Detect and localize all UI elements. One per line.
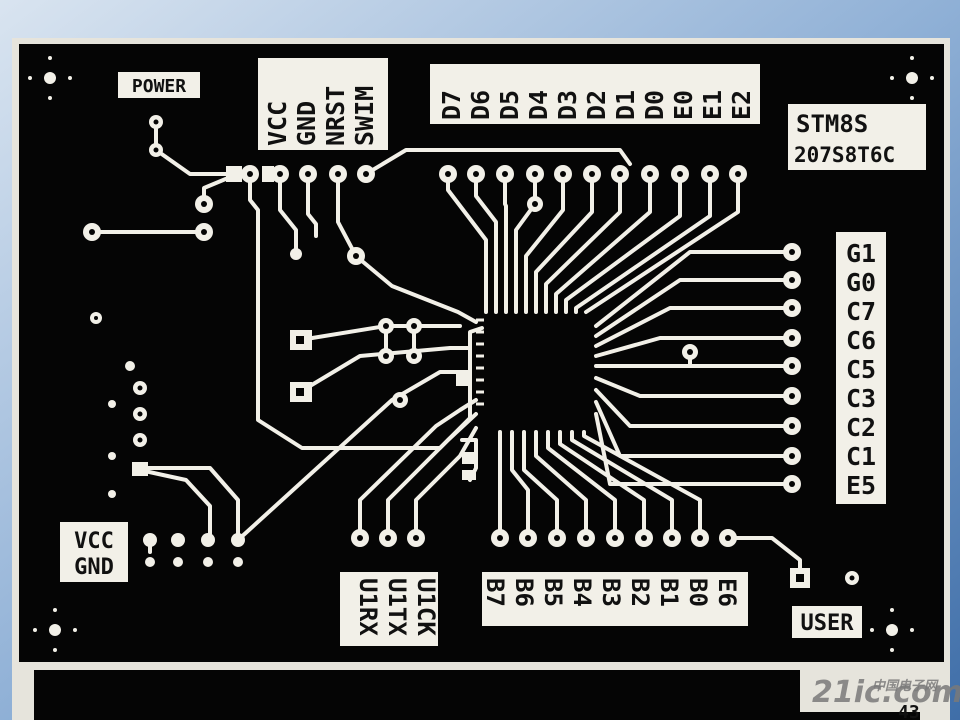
prog-labels: VCC GND NRST SWIM	[263, 86, 379, 146]
board-mask-lower	[34, 670, 920, 720]
vcc-label: VCC	[74, 529, 114, 554]
chip-part-label: 207S8T6C	[794, 143, 895, 167]
bottom-port-label: B5	[539, 578, 567, 607]
mcu-chip	[482, 318, 590, 426]
top-port-label: E2	[727, 90, 756, 120]
silk-label-boxes	[60, 58, 926, 646]
right-port-label: C2	[846, 413, 876, 442]
bottom-port-label: B0	[684, 578, 712, 607]
mcu-pins	[476, 318, 484, 406]
mount-hole-dots	[28, 56, 934, 652]
right-port-label: C1	[846, 442, 876, 471]
watermark-main: 21ic.com	[812, 675, 960, 710]
pads-bottom-port	[491, 529, 737, 547]
bottom-port-label: E6	[713, 578, 741, 607]
chip-name-label: STM8S	[796, 110, 868, 138]
right-port-label: G0	[846, 268, 876, 297]
board-bottom-line	[30, 662, 920, 668]
uart-label-u1rx: U1RX	[354, 578, 382, 636]
right-port-label: E5	[846, 471, 876, 500]
right-port-label: C5	[846, 355, 876, 384]
prog-label-nrst: NRST	[321, 86, 350, 146]
bottom-port-label: B2	[626, 578, 654, 607]
user-label: USER	[801, 611, 855, 636]
bottom-port-label: B7	[481, 578, 509, 607]
pads-programming-header	[241, 165, 375, 265]
pads-crystal	[290, 318, 476, 480]
top-port-label: D5	[495, 90, 524, 120]
copper-traces	[90, 120, 802, 578]
prog-label-swim: SWIM	[350, 86, 379, 146]
uart-labels: U1CK U1TX U1RX	[354, 578, 440, 636]
right-port-label: C3	[846, 384, 876, 413]
pads-uart	[351, 529, 425, 547]
bottom-port-labels: B7 B6 B5 B4 B3 B2 B1 B0 E6	[481, 578, 741, 607]
right-port-label: C7	[846, 297, 876, 326]
gnd-label: GND	[74, 555, 114, 580]
top-port-label: D6	[466, 90, 495, 120]
pads-top-port	[439, 165, 747, 212]
right-port-label: C6	[846, 326, 876, 355]
bottom-port-label: B3	[597, 578, 625, 607]
board-edge-strip	[19, 670, 34, 720]
top-port-label: D4	[524, 90, 553, 120]
uart-label-u1ck: U1CK	[412, 578, 440, 636]
top-port-label: D2	[582, 90, 611, 120]
top-port-label: E1	[698, 90, 727, 120]
pads-left-connector	[90, 312, 245, 567]
pads-right-port	[682, 243, 801, 493]
watermark-corner: 43	[898, 702, 920, 720]
watermark: 21ic.com 中国电子网 43	[800, 668, 960, 720]
top-port-label: D7	[437, 90, 466, 120]
right-port-label: G1	[846, 239, 876, 268]
watermark-cn: 中国电子网	[872, 678, 939, 694]
right-port-labels: G1 G0 C7 C6 C5 C3 C2 C1 E5	[846, 239, 876, 500]
top-port-labels: D7 D6 D5 D4 D3 D2 D1 D0 E0 E1 E2	[437, 90, 756, 120]
prog-label-vcc: VCC	[263, 101, 292, 146]
bottom-port-label: B6	[510, 578, 538, 607]
prog-label-gnd: GND	[292, 101, 321, 146]
pads-power	[83, 115, 274, 241]
uart-label-u1tx: U1TX	[383, 578, 411, 636]
power-label: POWER	[132, 76, 186, 97]
bottom-port-label: B4	[568, 578, 596, 607]
pads-user	[790, 568, 859, 588]
top-port-label: D3	[553, 90, 582, 120]
top-port-label: D0	[640, 90, 669, 120]
bottom-port-label: B1	[655, 578, 683, 607]
mount-holes	[44, 72, 918, 636]
top-port-label: D1	[611, 90, 640, 120]
top-port-label: E0	[669, 90, 698, 120]
